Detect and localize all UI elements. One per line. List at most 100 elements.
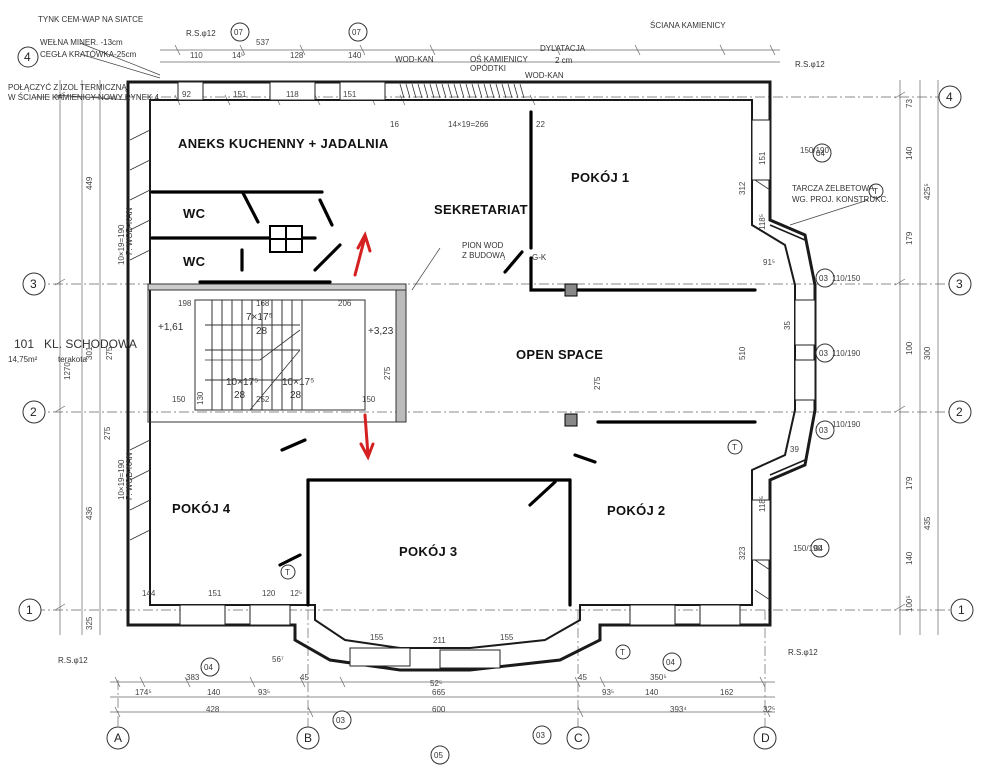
dim-bot-13: 93⁵ — [258, 688, 270, 697]
dim-top-9: 151 — [343, 90, 357, 99]
dim-bot-8: 665 — [432, 688, 446, 697]
room-label-room-2: POKÓJ 2 — [607, 503, 665, 518]
dim-left-3: 301 — [85, 346, 94, 360]
note-rs-top: R.S.φ12 — [186, 29, 216, 38]
dim-window-2: 110/150 — [832, 274, 861, 283]
marker-t-1: T — [873, 187, 878, 196]
dim-in-14: 275 — [593, 376, 602, 390]
room-label-wc-1: WC — [183, 206, 206, 221]
axis-2-left: 2 — [30, 405, 37, 419]
dim-bot-22: 211 — [433, 636, 446, 645]
dim-bot-9: 45 — [578, 673, 587, 682]
dim-bot-23: 155 — [500, 633, 514, 642]
axis-3-left: 3 — [30, 277, 37, 291]
staircase — [147, 283, 407, 423]
axis-1-left: 1 — [26, 603, 33, 617]
dim-in-16: 39 — [790, 445, 799, 454]
dim-top-2: 14⁵ — [232, 51, 244, 60]
dim-top-3: 128 — [290, 51, 304, 60]
room-label-room-1: POKÓJ 1 — [571, 170, 629, 185]
room-label-open-space: OPEN SPACE — [516, 347, 603, 362]
axis-2-right: 2 — [956, 405, 963, 419]
dim-bot-20: 32⁵ — [763, 705, 775, 714]
note-gk: G-K — [532, 253, 547, 262]
axis-o4-d: 04 — [666, 658, 675, 667]
axis-o3-c: 03 — [819, 274, 828, 283]
dim-right-2: 300 — [923, 346, 932, 360]
dim-bot-24: 52⁵ — [430, 679, 442, 688]
axis-o3-d: 03 — [819, 349, 828, 358]
dim-bot-10: 350⁵ — [650, 673, 667, 682]
dim-right-7: 179 — [905, 476, 914, 490]
dimension-lines — [35, 44, 960, 735]
note-tarcza-1: TARCZA ŻELBETOWA — [792, 184, 875, 193]
dim-bot-14: 428 — [206, 705, 220, 714]
dim-right-10: 73 — [905, 99, 914, 108]
dim-bot-18: 162 — [720, 688, 734, 697]
dim-right-9: 100⁵ — [905, 595, 914, 612]
dim-bot-11: 174⁵ — [135, 688, 152, 697]
note-opodtki: OPÓDTKI — [470, 64, 506, 73]
dim-in-1: 312 — [738, 181, 747, 195]
note-polaczyc-1: POŁĄCZYĆ Z IZOL TERMICZNĄ — [8, 83, 127, 92]
dim-top-4: 140 — [348, 51, 362, 60]
grid-markers — [17, 22, 974, 765]
note-pwod-left-2: P. WOD-KAN — [125, 452, 134, 500]
room-label-room-4: POKÓJ 4 — [172, 501, 231, 516]
dim-bot-2: 151 — [208, 589, 222, 598]
dim-in-7: 168 — [256, 299, 270, 308]
dim-bot-1: 144 — [142, 589, 156, 598]
axis-b: B — [304, 731, 312, 745]
note-tarcza-2: WG. PROJ. KONSTRUKC. — [792, 195, 888, 204]
dim-bot-15: 600 — [432, 705, 446, 714]
dim-bot-21: 155 — [370, 633, 384, 642]
steps-2b: 28 — [234, 390, 246, 401]
note-pwod-left: P. WOD-KAN — [125, 207, 134, 255]
dim-left-8: 10×19=190 — [117, 224, 126, 265]
axis-4-left: 4 — [24, 50, 31, 64]
dim-bot-5: 383 — [186, 673, 200, 682]
dim-top-7: 151 — [233, 90, 247, 99]
room-label-room-3: POKÓJ 3 — [399, 544, 457, 559]
dim-in-18: 35 — [783, 321, 792, 330]
room-label-wc-2: WC — [183, 254, 206, 269]
note-sciana: ŚCIANA KAMIENICY — [650, 21, 726, 30]
dim-window-4: 110/190 — [832, 420, 861, 429]
dim-in-12: 150 — [362, 395, 376, 404]
dim-right-3: 435 — [923, 516, 932, 530]
dim-right-6: 100 — [905, 341, 914, 355]
axis-3-right: 3 — [956, 277, 963, 291]
dim-bot-12: 140 — [207, 688, 221, 697]
dim-in-8: 206 — [338, 299, 352, 308]
note-dylatacja: DYLATACJA — [540, 44, 586, 53]
dim-left-1: 1270 — [63, 362, 72, 380]
dim-bot-7: 45 — [300, 673, 309, 682]
axis-c: C — [574, 731, 583, 745]
dim-right-4: 140 — [905, 146, 914, 160]
axis-o4-a: 04 — [816, 149, 825, 158]
dim-in-15: 91⁵ — [763, 258, 775, 267]
axis-o3-e: 03 — [819, 426, 828, 435]
steps-2: 10×17⁵ — [226, 377, 258, 388]
dim-in-3: 323 — [738, 546, 747, 560]
stair-floor: terakota — [58, 355, 87, 364]
dim-top-1: 110 — [190, 51, 203, 60]
dim-in-10: 130 — [196, 391, 205, 405]
dim-bot-4: 12⁵ — [290, 589, 302, 598]
wall-hatching — [129, 83, 771, 601]
dim-bot-16: 93⁵ — [602, 688, 614, 697]
level-2: +3,23 — [368, 326, 394, 337]
note-pion-1: PION WOD — [462, 241, 504, 250]
marker-t-2: T — [732, 443, 737, 452]
dim-in-4: 118⁵ — [758, 214, 767, 230]
arrow-up-icon — [353, 231, 372, 277]
dim-top-12: 16 — [390, 120, 399, 129]
room-label-secretariat: SEKRETARIAT — [434, 202, 528, 217]
dim-in-13: 275 — [383, 366, 392, 380]
room-label-kitchen: ANEKS KUCHENNY + JADALNIA — [178, 136, 389, 151]
columns — [564, 283, 578, 427]
dim-in-6: 198 — [178, 299, 192, 308]
dim-bot-3: 120 — [262, 589, 276, 598]
steps-1: 7×17⁵ — [246, 312, 273, 323]
